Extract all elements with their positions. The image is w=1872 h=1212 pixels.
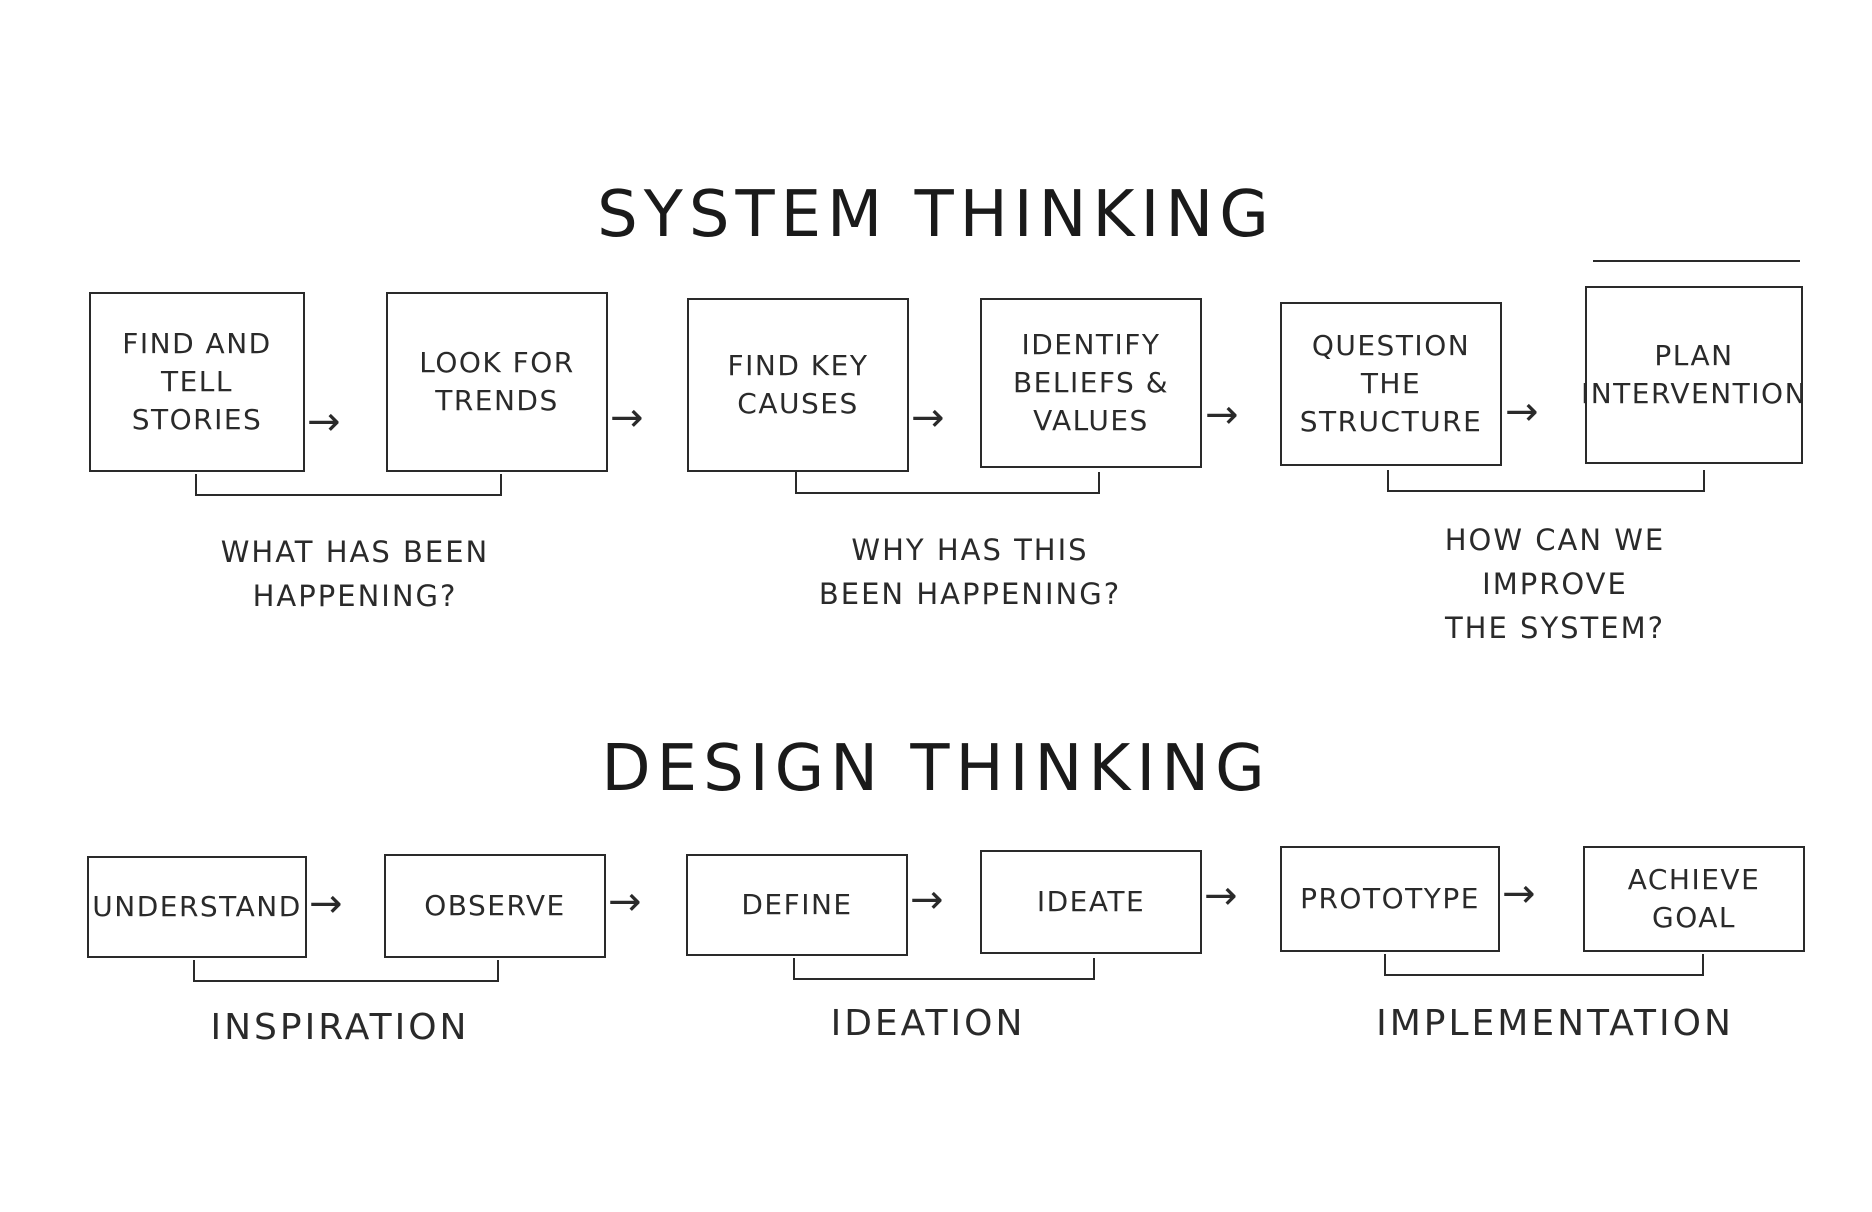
step-look-for-trends: LOOK FOR TRENDS [386, 292, 608, 472]
step-prototype: PROTOTYPE [1280, 846, 1500, 952]
arrow-icon: → [608, 879, 642, 925]
step-define: DEFINE [686, 854, 908, 956]
step-identify-beliefs-values: IDENTIFY BELIEFS & VALUES [980, 298, 1202, 468]
system-thinking-title: SYSTEM THINKING [597, 178, 1275, 252]
step-ideate: IDEATE [980, 850, 1202, 954]
group-label-implementation: IMPLEMENTATION [1376, 1003, 1734, 1044]
group-label-how-can-we-improve: HOW CAN WE IMPROVE THE SYSTEM? [1444, 523, 1666, 645]
arrow-icon: → [910, 877, 944, 923]
step-observe: OBSERVE [384, 854, 606, 958]
step-question-the-structure: QUESTION THE STRUCTURE [1280, 302, 1502, 466]
group-label-why-has-this-been-happening: WHY HAS THIS BEEN HAPPENING? [818, 533, 1122, 611]
group-bracket [795, 472, 1100, 494]
arrow-icon: → [1205, 392, 1239, 438]
step-understand: UNDERSTAND [87, 856, 307, 958]
group-label-inspiration: INSPIRATION [210, 1007, 470, 1048]
step-find-key-causes: FIND KEY CAUSES [687, 298, 909, 472]
group-label-what-has-been-happening: WHAT HAS BEEN HAPPENING? [220, 535, 490, 613]
arrow-icon: → [610, 395, 644, 441]
arrow-icon: → [309, 881, 343, 927]
step-plan-intervention: PLAN INTERVENTION [1581, 286, 1806, 464]
group-bracket [195, 474, 502, 496]
design-thinking-title: DESIGN THINKING [601, 732, 1271, 806]
decorative-line [1593, 260, 1800, 262]
arrow-icon: → [307, 399, 341, 445]
group-label-ideation: IDEATION [830, 1003, 1026, 1044]
arrow-icon: → [1505, 389, 1539, 435]
arrow-icon: → [911, 395, 945, 441]
group-bracket [1387, 470, 1705, 492]
step-find-and-tell-stories: FIND AND TELL STORIES [89, 292, 305, 472]
group-bracket [1384, 954, 1704, 976]
arrow-icon: → [1204, 873, 1238, 919]
group-bracket [193, 960, 499, 982]
step-achieve-goal: ACHIEVE GOAL [1583, 846, 1805, 952]
group-bracket [793, 958, 1095, 980]
arrow-icon: → [1502, 871, 1536, 917]
